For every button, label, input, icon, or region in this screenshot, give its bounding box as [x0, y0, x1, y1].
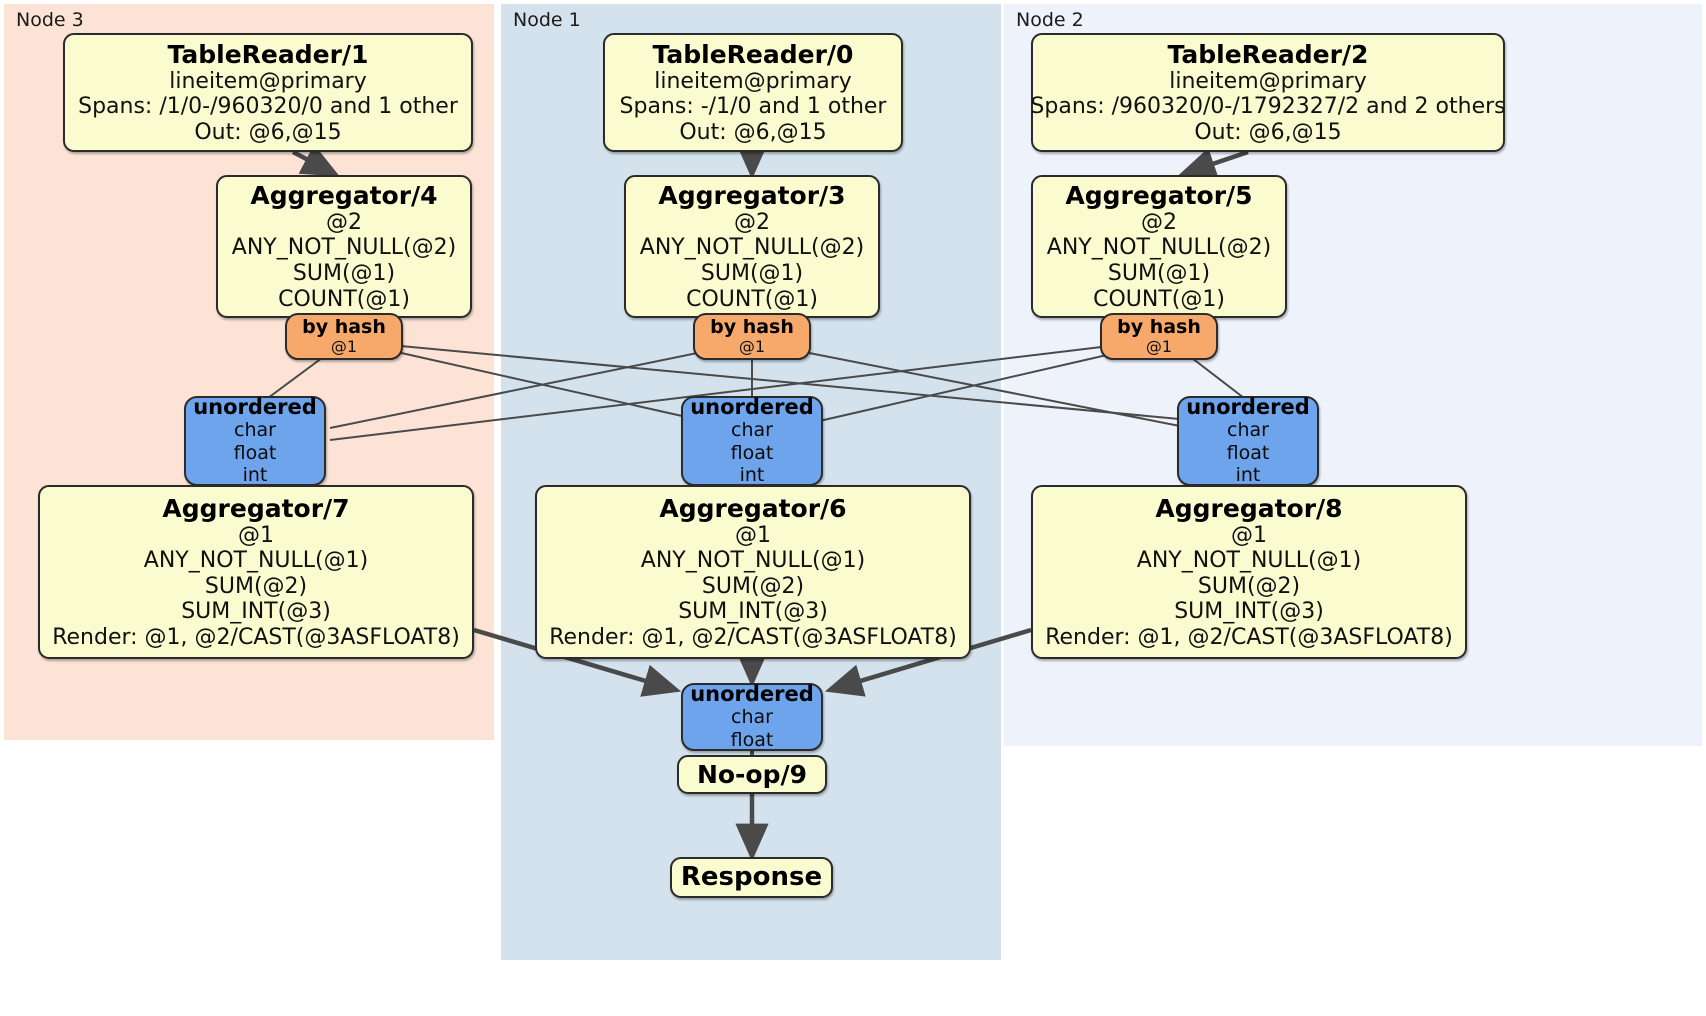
processor-line: SUM_INT(@3) [181, 599, 331, 625]
router-by-hash-5[interactable]: by hash @1 [1100, 313, 1218, 360]
processor-title: No-op/9 [696, 760, 808, 789]
node-panel-label-node1: Node 1 [513, 9, 581, 31]
synchronizer-title: unordered [193, 394, 317, 419]
processor-line: SUM_INT(@3) [1174, 599, 1324, 625]
processor-line: ANY_NOT_NULL(@1) [1136, 548, 1362, 574]
synchronizer-title: unordered [690, 682, 814, 707]
processor-line: @1 [238, 522, 274, 548]
processor-line: @1 [1231, 522, 1267, 548]
processor-line: lineitem@primary [654, 68, 852, 94]
processor-table-reader-2[interactable]: TableReader/2 lineitem@primary Spans: /9… [1030, 33, 1506, 152]
processor-line: @2 [326, 209, 362, 235]
processor-line: lineitem@primary [169, 68, 367, 94]
synchronizer-unordered-8[interactable]: unordered char float int [1177, 394, 1319, 487]
router-title: by hash [710, 316, 794, 339]
synchronizer-line: char [234, 418, 276, 441]
processor-line: @2 [734, 209, 770, 235]
processor-line: @1 [735, 522, 771, 548]
processor-title: Aggregator/3 [658, 180, 846, 210]
processor-title: Response [680, 862, 823, 893]
processor-noop-9[interactable]: No-op/9 [677, 755, 827, 794]
processor-title: Aggregator/8 [1155, 493, 1343, 523]
synchronizer-title: unordered [1186, 394, 1310, 419]
synchronizer-line: float [730, 441, 774, 464]
processor-line: SUM(@1) [292, 261, 396, 286]
processor-aggregator-8[interactable]: Aggregator/8 @1 ANY_NOT_NULL(@1) SUM(@2)… [1031, 485, 1467, 659]
synchronizer-line: int [242, 464, 268, 487]
synchronizer-line: float [730, 729, 774, 752]
processor-aggregator-5[interactable]: Aggregator/5 @2 ANY_NOT_NULL(@2) SUM(@1)… [1031, 175, 1287, 318]
synchronizer-line: float [1226, 441, 1270, 464]
node-panel-label-node3: Node 3 [16, 9, 84, 31]
processor-line: SUM_INT(@3) [678, 599, 828, 625]
processor-title: Aggregator/4 [250, 180, 438, 210]
processor-line: Out: @6,@15 [194, 119, 342, 145]
synchronizer-title: unordered [690, 394, 814, 419]
processor-line: SUM(@1) [1107, 261, 1211, 286]
processor-aggregator-7[interactable]: Aggregator/7 @1 ANY_NOT_NULL(@1) SUM(@2)… [38, 485, 474, 659]
synchronizer-line: float [233, 441, 277, 464]
processor-title: Aggregator/6 [659, 493, 847, 523]
synchronizer-line: char [731, 706, 773, 729]
processor-line: COUNT(@1) [1093, 286, 1225, 312]
processor-line: SUM(@1) [700, 261, 804, 286]
processor-table-reader-0[interactable]: TableReader/0 lineitem@primary Spans: -/… [603, 33, 903, 152]
processor-title: Aggregator/5 [1065, 180, 1253, 210]
processor-line: Out: @6,@15 [679, 119, 827, 145]
processor-line: ANY_NOT_NULL(@2) [1046, 235, 1272, 261]
router-title: by hash [1117, 316, 1201, 339]
processor-table-reader-1[interactable]: TableReader/1 lineitem@primary Spans: /1… [63, 33, 473, 152]
router-title: by hash [302, 316, 386, 339]
processor-title: TableReader/0 [652, 39, 854, 69]
processor-line: ANY_NOT_NULL(@2) [231, 235, 457, 261]
processor-line: ANY_NOT_NULL(@2) [639, 235, 865, 261]
processor-line: Spans: /1/0-/960320/0 and 1 other [78, 94, 458, 120]
processor-line: SUM(@2) [701, 573, 805, 599]
processor-line: Spans: /960320/0-/1792327/2 and 2 others [1030, 94, 1506, 120]
processor-line: COUNT(@1) [686, 286, 818, 312]
processor-line: Render: @1, @2/CAST(@3ASFLOAT8) [549, 624, 957, 650]
processor-line: SUM(@2) [204, 573, 308, 599]
synchronizer-unordered-final[interactable]: unordered char float [681, 682, 823, 752]
synchronizer-line: char [1227, 418, 1269, 441]
processor-line: SUM(@2) [1197, 573, 1301, 599]
processor-title: TableReader/2 [1167, 39, 1369, 69]
router-line: @1 [1145, 337, 1173, 357]
processor-line: lineitem@primary [1169, 68, 1367, 94]
processor-aggregator-4[interactable]: Aggregator/4 @2 ANY_NOT_NULL(@2) SUM(@1)… [216, 175, 472, 318]
synchronizer-line: int [1235, 464, 1261, 487]
processor-response[interactable]: Response [670, 857, 833, 898]
processor-line: ANY_NOT_NULL(@1) [143, 548, 369, 574]
router-by-hash-4[interactable]: by hash @1 [285, 313, 403, 360]
router-line: @1 [330, 337, 358, 357]
processor-line: Spans: -/1/0 and 1 other [619, 94, 887, 120]
processor-line: Out: @6,@15 [1194, 119, 1342, 145]
processor-aggregator-6[interactable]: Aggregator/6 @1 ANY_NOT_NULL(@1) SUM(@2)… [535, 485, 971, 659]
router-line: @1 [738, 337, 766, 357]
processor-line: @2 [1141, 209, 1177, 235]
synchronizer-unordered-7[interactable]: unordered char float int [184, 394, 326, 487]
processor-line: COUNT(@1) [278, 286, 410, 312]
processor-title: Aggregator/7 [162, 493, 350, 523]
synchronizer-line: int [739, 464, 765, 487]
processor-line: Render: @1, @2/CAST(@3ASFLOAT8) [1045, 624, 1453, 650]
processor-title: TableReader/1 [167, 39, 369, 69]
node-panel-label-node2: Node 2 [1016, 9, 1084, 31]
synchronizer-unordered-6[interactable]: unordered char float int [681, 394, 823, 487]
processor-line: Render: @1, @2/CAST(@3ASFLOAT8) [52, 624, 460, 650]
synchronizer-line: char [731, 418, 773, 441]
processor-line: ANY_NOT_NULL(@1) [640, 548, 866, 574]
router-by-hash-3[interactable]: by hash @1 [693, 313, 811, 360]
processor-aggregator-3[interactable]: Aggregator/3 @2 ANY_NOT_NULL(@2) SUM(@1)… [624, 175, 880, 318]
